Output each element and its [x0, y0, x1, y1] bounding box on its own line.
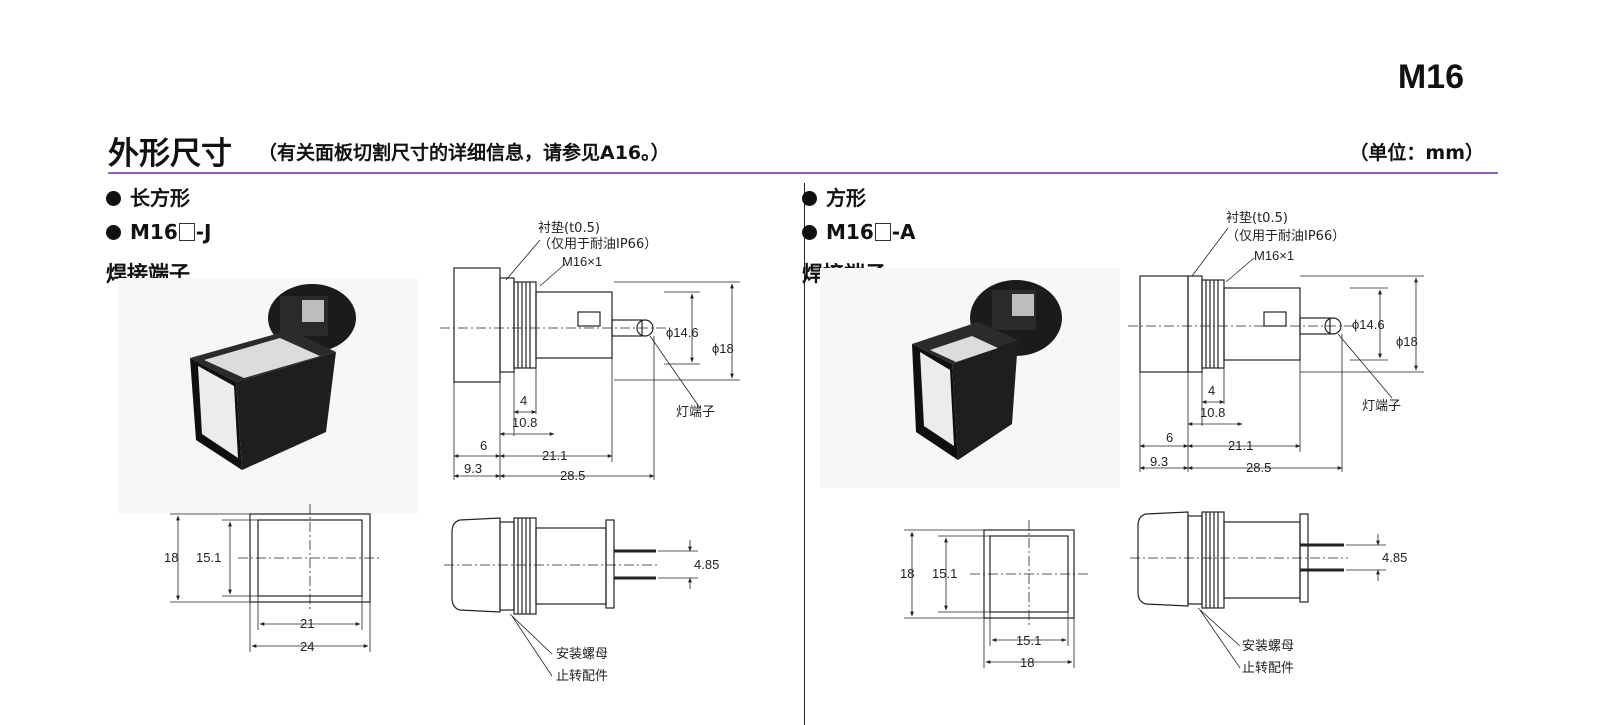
left-gasket-note: （仅用于耐油IP66） — [538, 237, 657, 252]
section-title: 外形尺寸 — [108, 136, 232, 172]
placeholder-box-icon — [874, 223, 891, 241]
left-dim-9-3: 9.3 — [464, 461, 482, 476]
bullet-icon — [802, 225, 817, 240]
left-bottom-dimensions — [509, 540, 698, 677]
right-dim-6: 6 — [1166, 430, 1173, 445]
left-front-h: 18 — [164, 550, 178, 565]
model-title: M16 — [1397, 58, 1464, 96]
right-product-photo — [820, 268, 1120, 488]
right-front-w-inner: 15.1 — [1016, 633, 1041, 648]
left-model-heading: M16-J — [106, 220, 211, 244]
left-lamp-terminal-label: 灯端子 — [676, 405, 715, 420]
left-front-w-inner: 21 — [300, 616, 314, 631]
section-note: （有关面板切割尺寸的详细信息，请参见A16。） — [258, 142, 670, 164]
left-shape-heading: 长方形 — [106, 182, 190, 211]
right-front-dimensions — [904, 529, 1075, 668]
left-dim-d18: ϕ18 — [712, 341, 734, 356]
right-front-h: 18 — [900, 566, 914, 581]
right-dim-9-3: 9.3 — [1150, 454, 1168, 469]
left-gasket-label: 衬垫(t0.5) — [538, 220, 600, 236]
right-dim-d14-6: ϕ14.6 — [1352, 317, 1385, 332]
left-front-dimensions — [170, 513, 371, 652]
right-dim-10-8: 10.8 — [1200, 405, 1225, 420]
left-thread-label: M16×1 — [562, 254, 602, 269]
left-nut-label: 安装螺母 — [556, 647, 608, 662]
bullet-icon — [106, 225, 121, 240]
right-nut-label: 安装螺母 — [1242, 639, 1294, 654]
right-dim-21-1: 21.1 — [1228, 438, 1253, 453]
left-product-photo — [118, 278, 418, 514]
left-dim-4: 4 — [520, 393, 527, 408]
section-header: 外形尺寸 （有关面板切割尺寸的详细信息，请参见A16。） （单位：mm） — [108, 128, 1498, 174]
column-divider — [804, 183, 805, 725]
right-front-w: 18 — [1020, 655, 1034, 670]
right-dim-28-5: 28.5 — [1246, 460, 1271, 475]
right-side-view — [1128, 275, 1356, 373]
right-dim-d18: ϕ18 — [1396, 334, 1418, 349]
left-dim-21-1: 21.1 — [542, 448, 567, 463]
left-dim-6: 6 — [480, 438, 487, 453]
right-model-heading: M16-A — [802, 220, 916, 244]
left-pin-pitch: 4.85 — [694, 557, 719, 572]
right-dim-4: 4 — [1208, 383, 1215, 398]
left-front-view — [238, 504, 382, 612]
right-lamp-terminal-label: 灯端子 — [1362, 399, 1401, 414]
unit-label: （单位：mm） — [1349, 142, 1484, 164]
right-gasket-label: 衬垫(t0.5) — [1226, 210, 1288, 226]
left-side-view — [440, 267, 668, 383]
right-front-h-inner: 15.1 — [932, 566, 957, 581]
right-pin-pitch: 4.85 — [1382, 550, 1407, 565]
bullet-icon — [802, 191, 817, 206]
left-side-dimensions — [453, 239, 740, 480]
right-bottom-view — [1130, 511, 1348, 609]
right-shape-heading: 方形 — [802, 182, 866, 211]
left-dim-d14-6: ϕ14.6 — [666, 325, 699, 340]
right-front-view — [970, 520, 1088, 628]
right-side-dimensions — [1139, 227, 1424, 472]
left-front-h-inner: 15.1 — [196, 550, 221, 565]
left-bottom-view — [444, 517, 660, 615]
left-dim-10-8: 10.8 — [512, 415, 537, 430]
left-dim-28-5: 28.5 — [560, 468, 585, 483]
left-front-w: 24 — [300, 639, 314, 654]
bullet-icon — [106, 191, 121, 206]
placeholder-box-icon — [178, 223, 195, 241]
right-thread-label: M16×1 — [1254, 248, 1294, 263]
right-anti-rotation-label: 止转配件 — [1242, 661, 1294, 676]
right-bottom-dimensions — [1197, 534, 1386, 669]
left-anti-rotation-label: 止转配件 — [556, 669, 608, 684]
right-gasket-note: （仅用于耐油IP66） — [1226, 229, 1345, 244]
